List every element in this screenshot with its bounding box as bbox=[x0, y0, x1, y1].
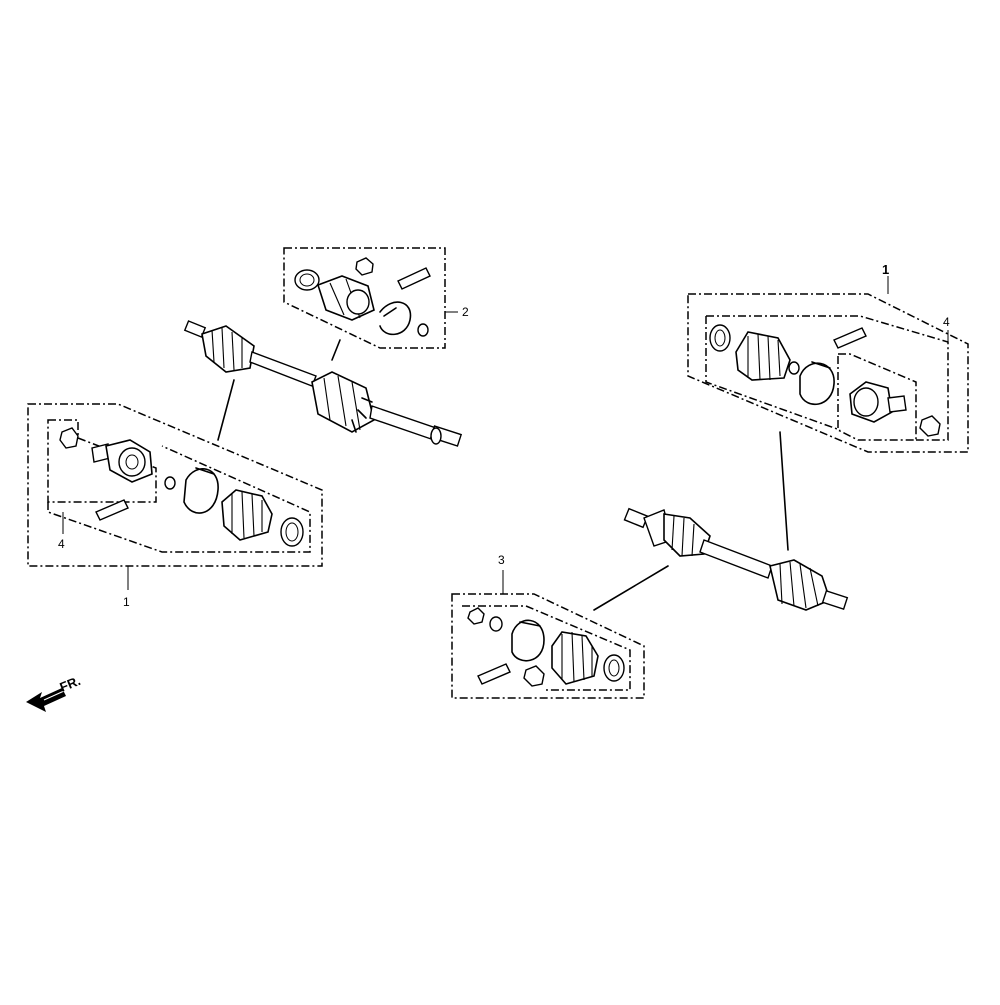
front-direction-indicator: FR. bbox=[26, 673, 83, 712]
left-driveshaft bbox=[183, 320, 463, 447]
kit-group-2: 2 bbox=[283, 247, 469, 349]
kit-group-1-left: 4 1 bbox=[27, 403, 323, 609]
kit-group-3: 3 bbox=[451, 553, 645, 699]
callout-4-left-label: 4 bbox=[58, 537, 65, 551]
front-direction-label: FR. bbox=[58, 673, 83, 695]
callout-1-right-label: 1 bbox=[882, 262, 889, 277]
front-direction-arrow-icon bbox=[26, 688, 66, 712]
callout-1-left-label: 1 bbox=[123, 595, 130, 609]
callout-4-right-label: 4 bbox=[943, 315, 950, 329]
inner-joint-part bbox=[317, 275, 375, 321]
callout-3-label: 3 bbox=[498, 553, 505, 567]
right-driveshaft bbox=[623, 507, 849, 611]
kit-group-1-right: 1 4 bbox=[687, 262, 969, 453]
callout-2-label: 2 bbox=[462, 305, 469, 319]
